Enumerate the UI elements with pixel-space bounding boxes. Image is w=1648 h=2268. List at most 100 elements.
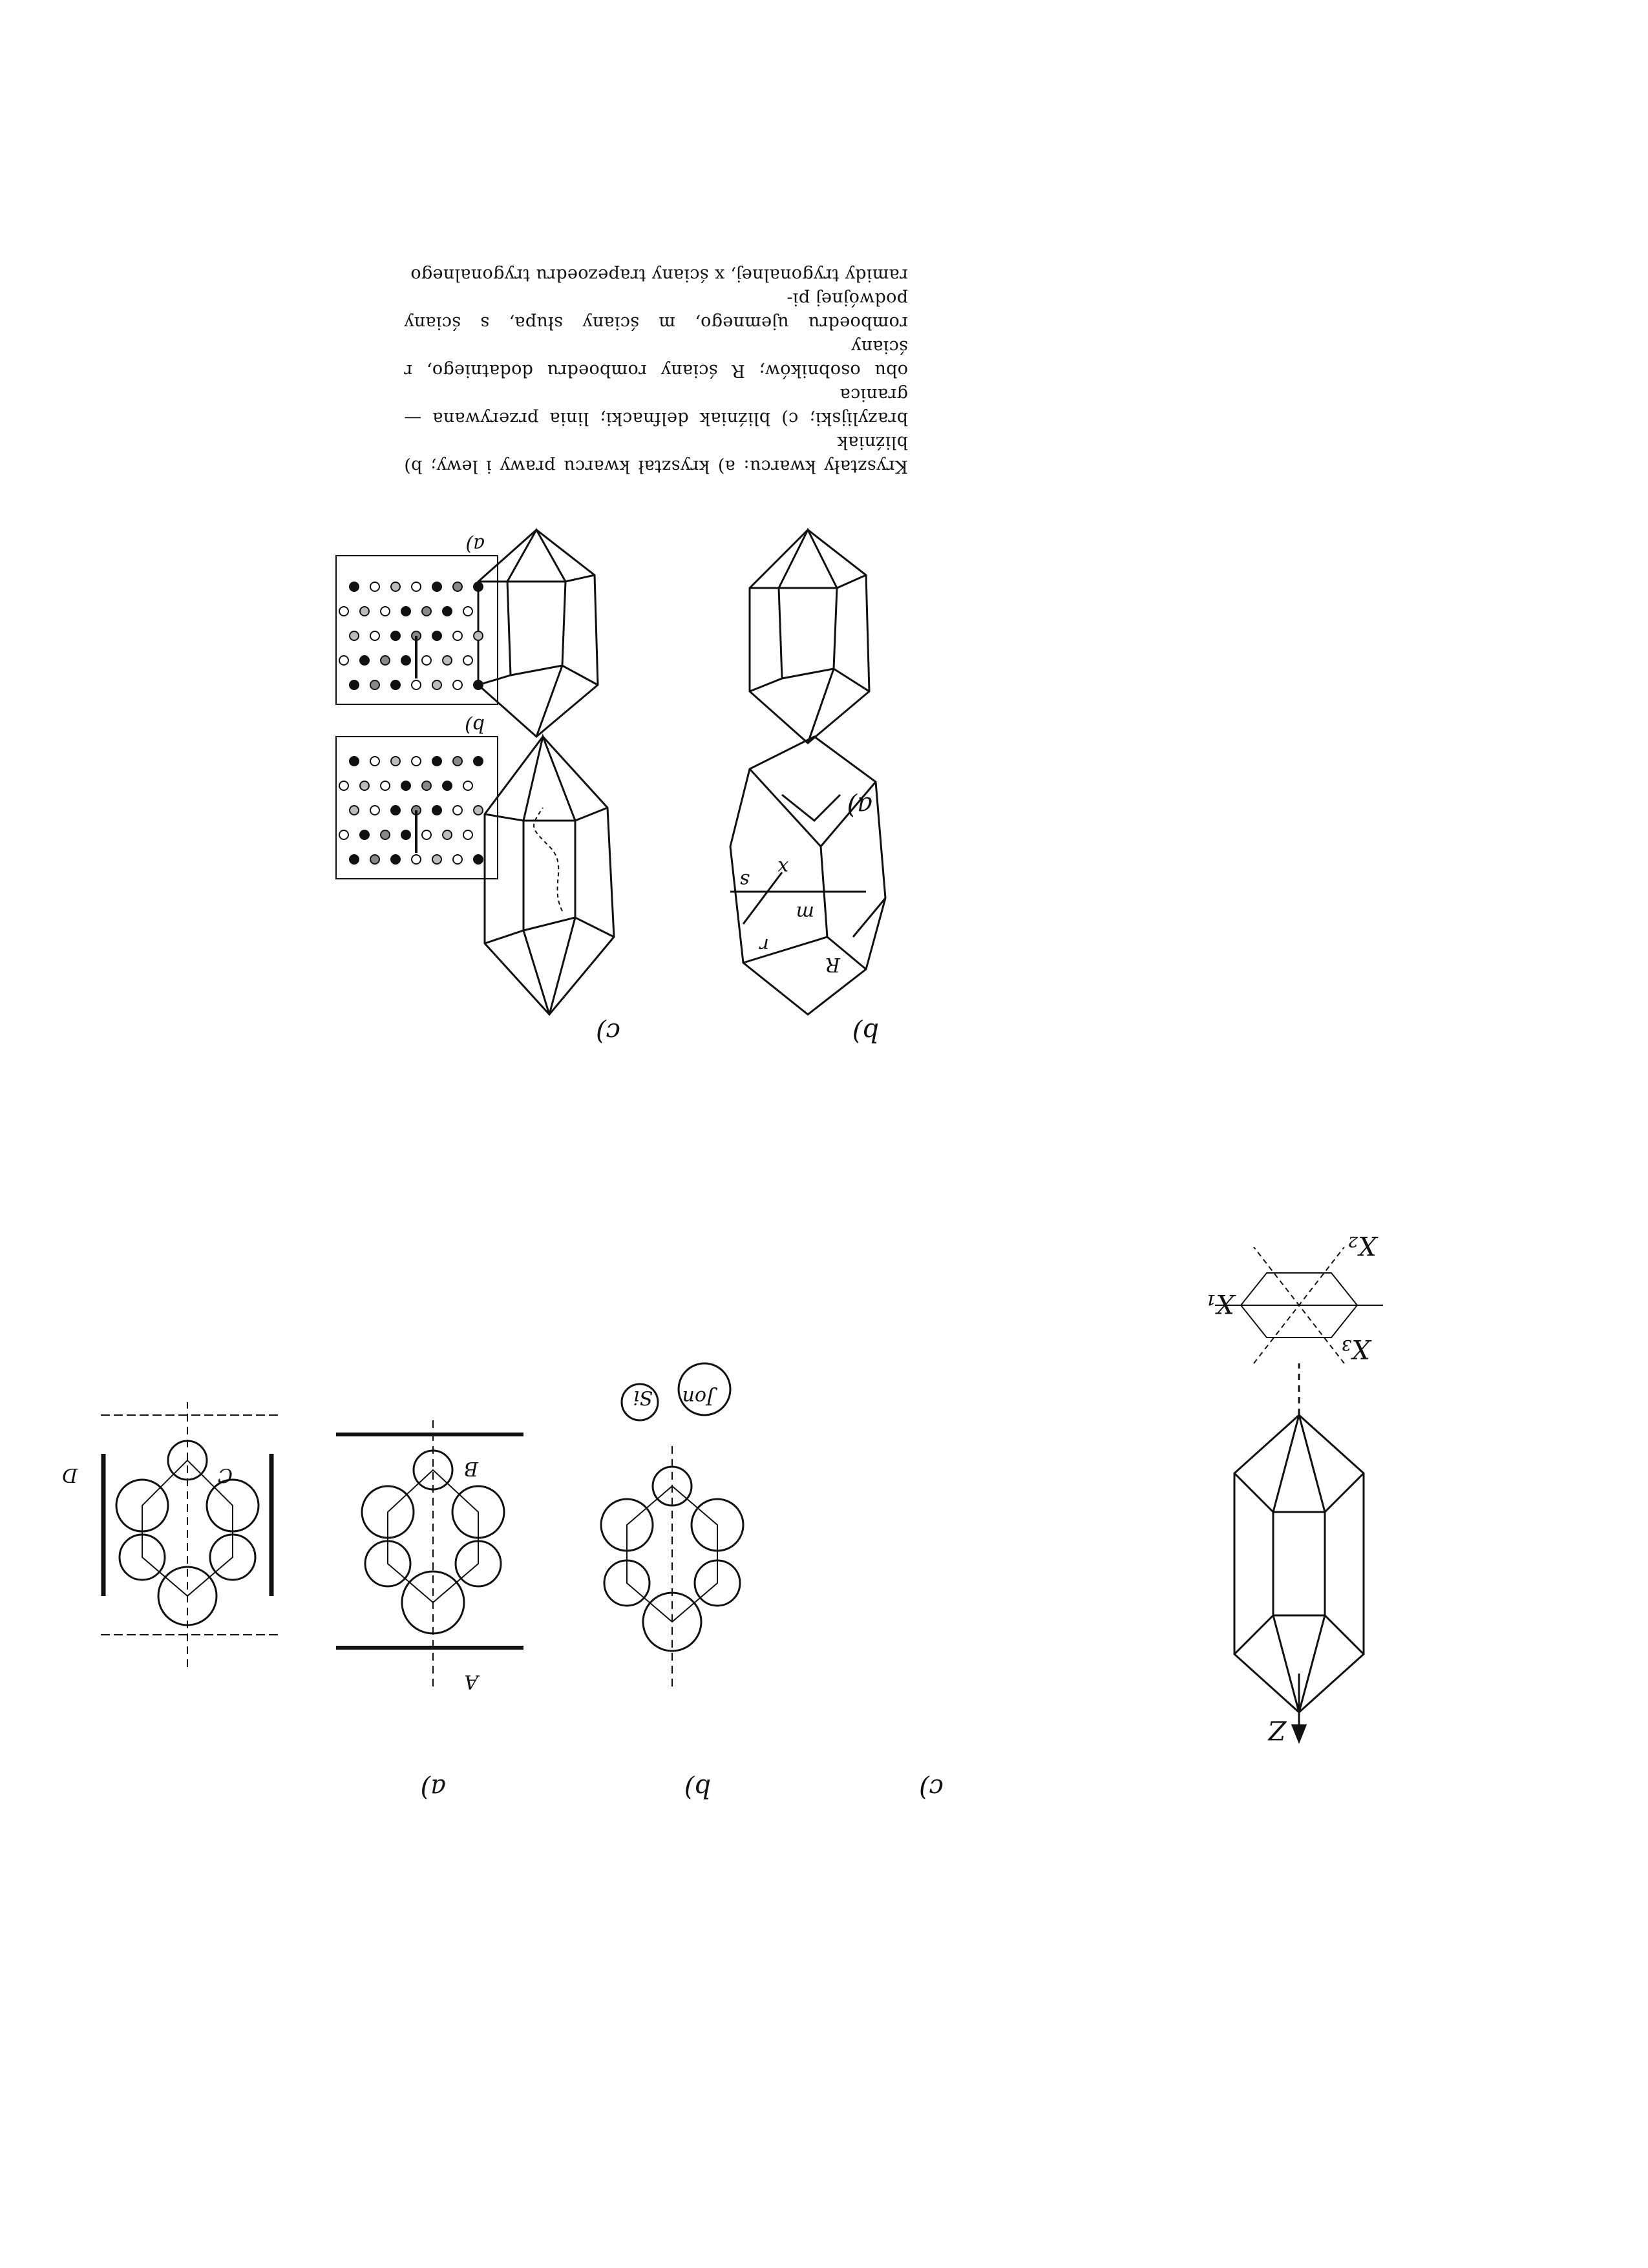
lattice-node (411, 582, 421, 592)
lattice-node (390, 631, 401, 641)
lattice-node (452, 854, 463, 865)
caption-line: obu osobników; R ściany romboedru dodatn… (404, 337, 908, 381)
face-label-m: m (796, 901, 814, 924)
lattice-node (442, 606, 452, 616)
lattice-node (349, 854, 359, 865)
piezo-label-B: B (463, 1457, 478, 1480)
lattice-node (380, 606, 390, 616)
lattice-node (339, 655, 349, 666)
lattice-node (390, 680, 401, 690)
piezo-label-C: C (218, 1464, 233, 1486)
lattice-node (380, 830, 390, 840)
lattice-panel-a (335, 555, 498, 705)
lattice-node (452, 582, 463, 592)
figure-caption: Kryształy kwarcu: a) kryształ kwarcu pra… (404, 263, 908, 478)
lattice-node (359, 606, 370, 616)
lattice-panel-b (335, 736, 498, 879)
lattice-node (370, 805, 380, 815)
lattice-node (411, 854, 421, 865)
lattice-node (401, 606, 411, 616)
lattice-node (390, 756, 401, 766)
lattice-node (390, 582, 401, 592)
lattice-node (442, 830, 452, 840)
axes-crystal-figure (1215, 1247, 1383, 1745)
lattice-node (359, 830, 370, 840)
piezo-label-b: b) (684, 1773, 711, 1803)
axis-x1: X₁ (1205, 1288, 1234, 1318)
lattice-node (370, 680, 380, 690)
lattice-node (432, 582, 442, 592)
axis-x2: X₂ (1347, 1230, 1377, 1260)
lattice-node (421, 655, 432, 666)
crystal-b (729, 735, 887, 1016)
lattice-node (432, 631, 442, 641)
lattice-node (473, 631, 483, 641)
lattice-node (452, 631, 463, 641)
lattice-node (421, 606, 432, 616)
lattice-node (473, 805, 483, 815)
lattice-node (473, 680, 483, 690)
lattice-node (370, 582, 380, 592)
lattice-node (432, 680, 442, 690)
lattice-node (339, 830, 349, 840)
piezo-label-D: D (61, 1464, 78, 1486)
lattice-node (432, 756, 442, 766)
lattice-node (432, 805, 442, 815)
lattice-node (359, 655, 370, 666)
piezo-panel-c (97, 1402, 278, 1667)
lattice-node (370, 756, 380, 766)
crystal-label-c: c) (595, 1017, 620, 1047)
lattice-node (349, 631, 359, 641)
lattice-node (390, 805, 401, 815)
lattice-node (411, 680, 421, 690)
lattice-node (442, 655, 452, 666)
lattice-node (380, 781, 390, 791)
lattice-node (359, 781, 370, 791)
caption-line: ramidy trygonalnej, x ściany trapezoedru… (410, 265, 908, 285)
lattice-node (463, 830, 473, 840)
caption-line: Kryształy kwarcu: a) kryształ kwarcu pra… (404, 432, 908, 476)
face-label-s: s (739, 869, 750, 892)
face-label-r: r (759, 934, 769, 956)
lattice-node (339, 781, 349, 791)
lattice-node (401, 781, 411, 791)
lattice-node (452, 680, 463, 690)
lattice-node (463, 655, 473, 666)
lattice-node (421, 781, 432, 791)
lattice-node (473, 854, 483, 865)
piezo-label-c: c) (918, 1773, 944, 1803)
lattice-node (401, 830, 411, 840)
piezo-legend-si: Si (633, 1386, 653, 1409)
piezo-figure (97, 1362, 745, 1686)
lattice-node (349, 680, 359, 690)
lattice-node (452, 805, 463, 815)
lattice-node (349, 805, 359, 815)
caption-line: romboedru ujemnego, m ściany słupa, s śc… (404, 289, 908, 333)
lattice-node (432, 854, 442, 865)
piezo-legend-jon: Jon (682, 1386, 714, 1409)
lattice-node (411, 756, 421, 766)
lattice-figure (335, 555, 498, 879)
lattice-node (380, 655, 390, 666)
lattice-node (463, 606, 473, 616)
lattice-node (370, 854, 380, 865)
crystal-a-left (748, 527, 871, 744)
crystal-label-a: a) (847, 791, 872, 821)
piezo-panel-b (336, 1415, 523, 1686)
caption-line: brazylijski; c) bliźniak delfnacki; lini… (404, 384, 908, 428)
lattice-label-b: b) (465, 714, 485, 737)
lattice-node (473, 756, 483, 766)
lattice-node (370, 631, 380, 641)
lattice-node (463, 781, 473, 791)
axis-z: Z (1268, 1715, 1286, 1745)
lattice-node (452, 756, 463, 766)
lattice-node (401, 655, 411, 666)
face-label-x: x (777, 856, 788, 879)
lattice-label-a: a) (465, 533, 485, 556)
face-label-R: R (825, 953, 840, 976)
lattice-node (442, 781, 452, 791)
piezo-label-A: A (464, 1670, 478, 1693)
crystal-label-b: b) (852, 1017, 879, 1047)
lattice-node (421, 830, 432, 840)
